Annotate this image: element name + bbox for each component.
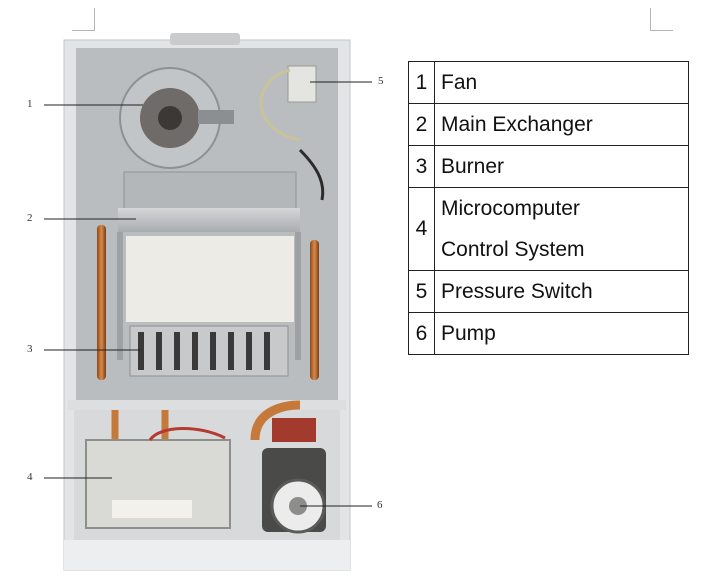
- page-corner-mark-right: [650, 8, 673, 31]
- legend-number: 1: [408, 61, 435, 104]
- legend-label: Pump: [434, 312, 689, 355]
- fan-assembly: [119, 67, 234, 169]
- boiler-cutaway-illustration: [44, 33, 372, 571]
- page-corner-mark-left: [72, 8, 95, 31]
- legend-number: 4: [408, 187, 435, 271]
- legend-number: 2: [408, 103, 435, 146]
- lower-copper-pipe: [250, 400, 301, 441]
- legend-row: 4 Microcomputer Control System: [408, 187, 689, 271]
- legend-label: Pressure Switch: [434, 270, 689, 313]
- legend-label-line: Control System: [441, 238, 585, 261]
- cabinet-base: [64, 540, 350, 570]
- callout-number-4: 4: [27, 471, 33, 483]
- callout-number-6: 6: [377, 499, 383, 511]
- component-legend-table: 1 Fan 2 Main Exchanger 3 Burner 4 Microc…: [408, 61, 689, 355]
- pump-assembly: [262, 418, 326, 534]
- callout-number-3: 3: [27, 343, 33, 355]
- legend-number: 6: [408, 312, 435, 355]
- callout-number-1: 1: [27, 98, 33, 110]
- divider-shelf: [68, 400, 346, 410]
- legend-label: Microcomputer Control System: [434, 187, 689, 271]
- burner: [129, 325, 289, 377]
- legend-label: Main Exchanger: [434, 103, 689, 146]
- left-copper-pipe: [97, 225, 106, 380]
- main-exchanger: [117, 171, 301, 360]
- legend-number: 5: [408, 270, 435, 313]
- pressure-switch-assembly: [259, 65, 325, 201]
- legend-label: Burner: [434, 145, 689, 188]
- legend-row: 5 Pressure Switch: [408, 270, 689, 313]
- legend-row: 1 Fan: [408, 61, 689, 104]
- legend-number: 3: [408, 145, 435, 188]
- legend-row: 6 Pump: [408, 312, 689, 355]
- legend-row: 3 Burner: [408, 145, 689, 188]
- right-copper-pipe: [310, 240, 319, 380]
- legend-label-line: Microcomputer: [441, 197, 580, 220]
- callout-number-2: 2: [27, 212, 33, 224]
- legend-row: 2 Main Exchanger: [408, 103, 689, 146]
- callout-number-5: 5: [378, 75, 384, 87]
- flue-collar: [170, 33, 240, 45]
- legend-label: Fan: [434, 61, 689, 104]
- control-system-box: [85, 427, 231, 529]
- lower-copper-stubs: [111, 410, 169, 440]
